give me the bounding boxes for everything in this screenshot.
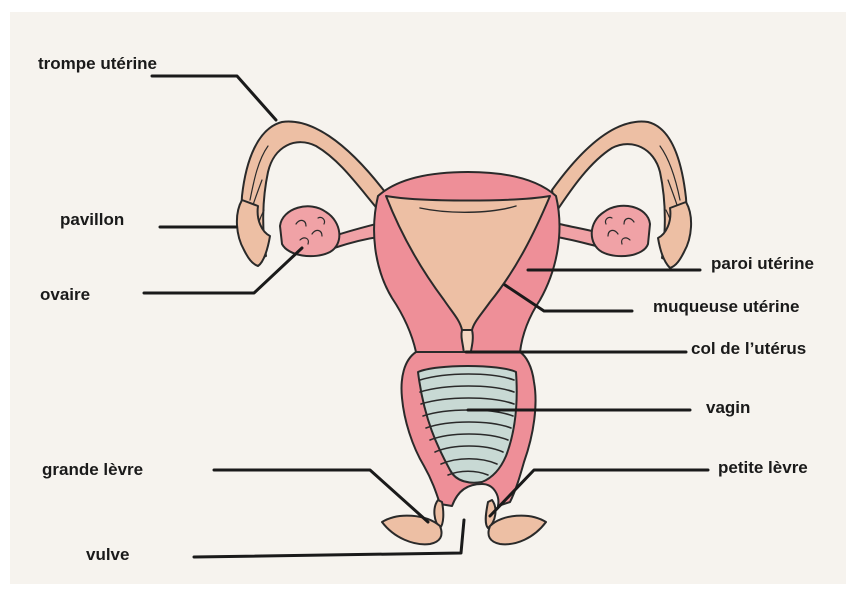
left-ovary bbox=[280, 206, 339, 256]
leader-ovary bbox=[144, 248, 302, 293]
label-cervix: col de l’utérus bbox=[691, 339, 806, 359]
left-fimbria bbox=[237, 200, 270, 266]
label-endometrium: muqueuse utérine bbox=[653, 297, 799, 317]
label-ovary: ovaire bbox=[40, 285, 90, 305]
label-fallopian-tube: trompe utérine bbox=[38, 54, 157, 74]
label-fimbria: pavillon bbox=[60, 210, 124, 230]
leader-fallopian-tube bbox=[152, 76, 276, 120]
leader-labia-majora bbox=[214, 470, 428, 522]
left-labia-majora bbox=[382, 516, 442, 545]
label-uterine-wall: paroi utérine bbox=[711, 254, 814, 274]
leader-labia-minora bbox=[490, 470, 708, 516]
right-fimbria bbox=[658, 202, 691, 268]
right-ovary bbox=[592, 206, 650, 256]
right-labia-majora bbox=[488, 516, 546, 545]
label-vulva: vulve bbox=[86, 545, 129, 565]
label-vagina: vagin bbox=[706, 398, 750, 418]
label-labia-majora: grande lèvre bbox=[42, 460, 143, 480]
label-labia-minora: petite lèvre bbox=[718, 458, 808, 478]
